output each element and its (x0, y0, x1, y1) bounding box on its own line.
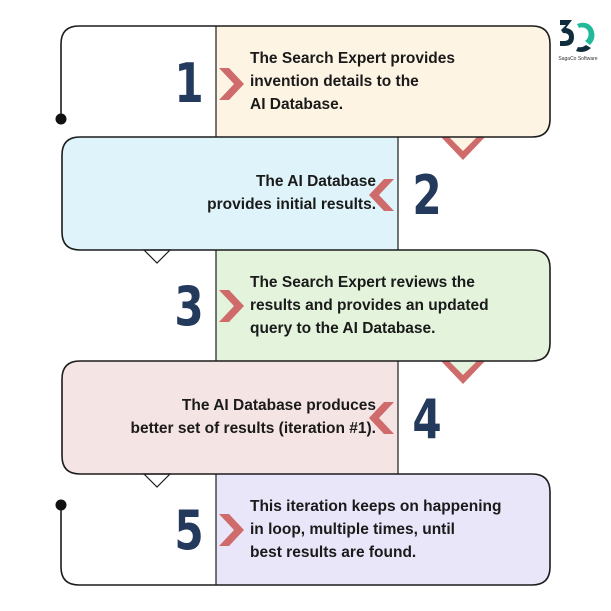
bubble-tail-3-inner (449, 361, 477, 375)
step-3-number: 3 (174, 275, 204, 338)
step-5-panel (216, 474, 550, 585)
step-5-text: This iteration keeps on happening in loo… (250, 495, 501, 564)
step-1-panel (216, 26, 550, 137)
step-3-line-2: results and provides an updated (250, 297, 489, 314)
logo-mark-icon (560, 20, 595, 52)
step-1-number: 1 (174, 52, 204, 115)
step-1-line-1: The Search Expert provides (250, 50, 456, 67)
chevron-right-icon-5 (219, 514, 244, 546)
step-5-number: 5 (174, 499, 204, 562)
step-3-line-3: query to the AI Database. (250, 320, 436, 337)
chevron-left-icon-4 (369, 402, 394, 434)
step-3-panel (216, 250, 550, 361)
step-3-line-1: The Search Expert reviews the (250, 274, 475, 291)
path-end-dot (55, 499, 67, 511)
step-5-line-1: This iteration keeps on happening (250, 498, 502, 515)
step-2-text: The AI Database provides initial results… (207, 170, 376, 216)
step-4-line-1: The AI Database produces (181, 397, 376, 414)
step-4-number: 4 (412, 388, 442, 451)
step-5-line-3: best results are found. (250, 544, 417, 561)
step-2-panel (62, 137, 398, 250)
step-4-panel (62, 361, 398, 474)
chevron-left-icon-2 (369, 179, 394, 211)
bubble-tail-2 (142, 249, 172, 264)
chevron-right-icon-1 (219, 68, 244, 100)
path-start-dot (55, 113, 67, 125)
step-5-line-2: in loop, multiple times, until (250, 521, 455, 538)
bubble-tail-1-inner (449, 137, 477, 151)
step-2-line-2: provides initial results. (207, 196, 376, 213)
step-2-line-1: The AI Database (255, 173, 376, 190)
step-3-text: The Search Expert reviews the results an… (250, 271, 489, 340)
step-4-line-2: better set of results (iteration #1). (130, 420, 376, 437)
flow-outline (60, 25, 551, 586)
step-1-line-3: AI Database. (250, 96, 344, 113)
brand-logo: SagaCo Software (558, 18, 598, 64)
chevron-right-icon-3 (219, 290, 244, 322)
step-4-text: The AI Database produces better set of r… (131, 394, 376, 440)
step-2-number: 2 (412, 164, 442, 227)
step-1-line-2: invention details to the (250, 73, 419, 90)
logo-caption: SagaCo Software (558, 56, 598, 62)
step-1-text: The Search Expert provides invention det… (250, 47, 455, 116)
bubble-tail-4 (142, 473, 172, 488)
